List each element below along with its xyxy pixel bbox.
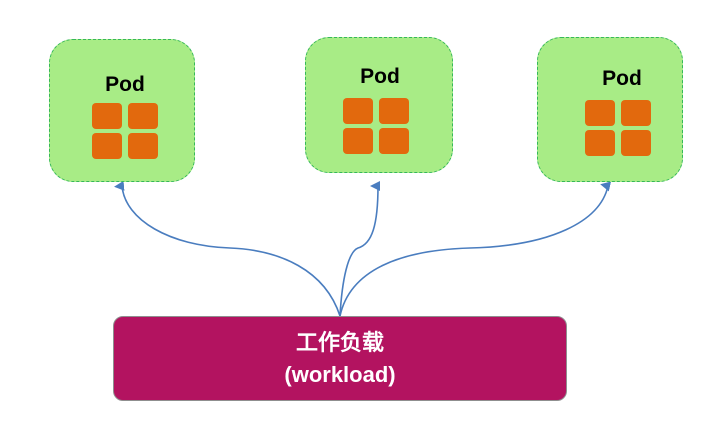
container-icon xyxy=(621,100,651,126)
pod-3: Pod xyxy=(537,37,683,182)
container-icon xyxy=(92,133,122,159)
container-icon xyxy=(621,130,651,156)
container-icon xyxy=(92,103,122,129)
container-icon xyxy=(379,128,409,154)
edge-workload-to-pod-1 xyxy=(114,180,341,317)
edge-workload-to-pod-3 xyxy=(339,181,612,317)
container-grid xyxy=(585,100,651,156)
pod-2: Pod xyxy=(305,37,453,173)
container-grid xyxy=(92,103,158,159)
container-icon xyxy=(343,98,373,124)
container-icon xyxy=(343,128,373,154)
container-icon xyxy=(585,100,615,126)
pod-1: Pod xyxy=(49,39,195,182)
container-icon xyxy=(128,103,158,129)
pod-label: Pod xyxy=(602,67,642,90)
workload-title: 工作负载 xyxy=(295,331,384,356)
pod-label: Pod xyxy=(105,73,145,96)
pod-label: Pod xyxy=(360,65,400,88)
edge-workload-to-pod-2 xyxy=(339,181,381,317)
container-icon xyxy=(585,130,615,156)
workload-box: 工作负载 (workload) xyxy=(113,316,567,401)
container-icon xyxy=(379,98,409,124)
container-grid xyxy=(343,98,409,154)
workload-subtitle: (workload) xyxy=(284,362,396,387)
container-icon xyxy=(128,133,158,159)
